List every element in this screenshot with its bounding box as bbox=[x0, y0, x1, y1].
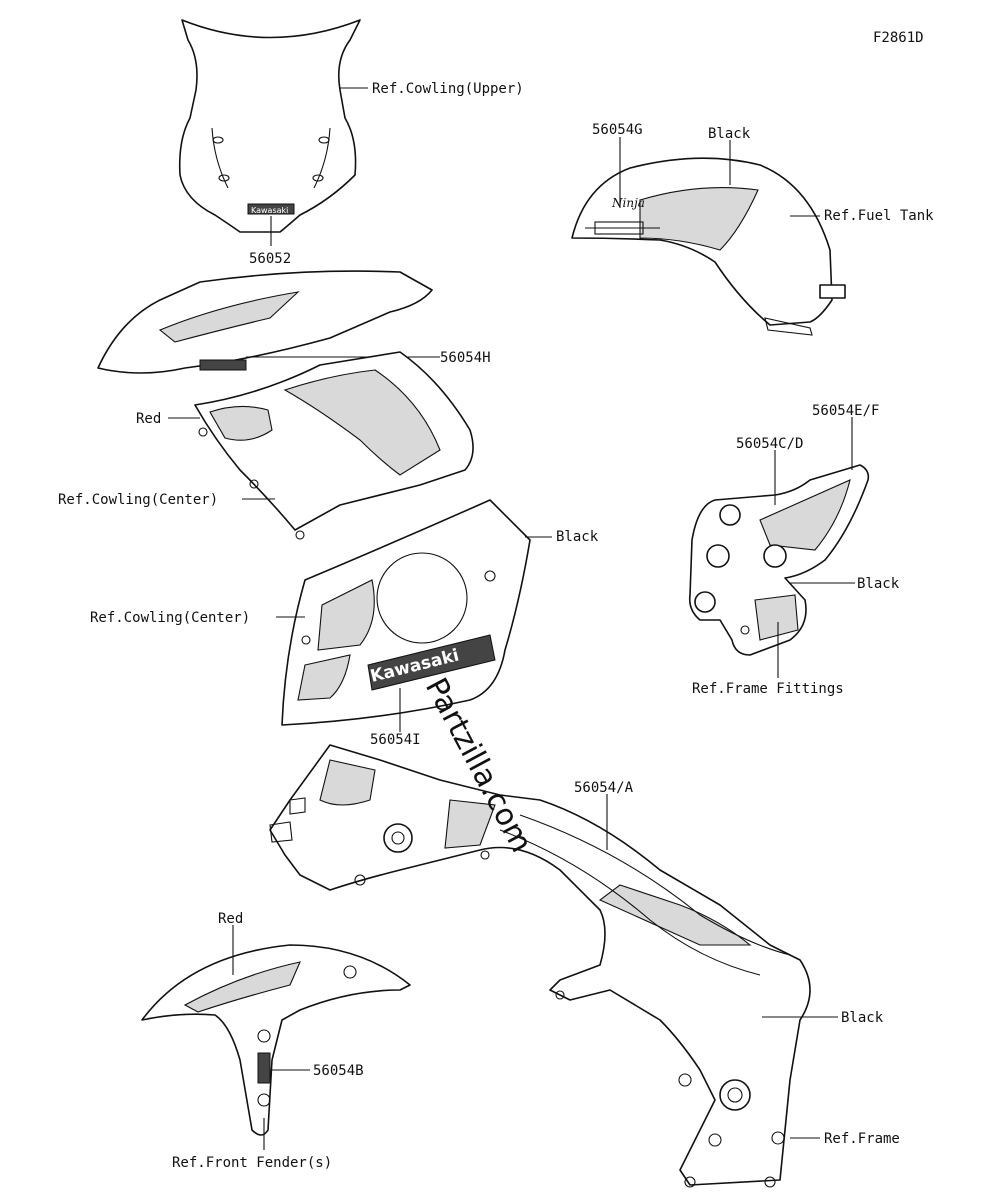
label-56054g: 56054G bbox=[592, 122, 643, 138]
label-56054h: 56054H bbox=[440, 350, 491, 366]
label-red-cowl: Red bbox=[136, 411, 161, 427]
label-ref-frame-fittings: Ref.Frame Fittings bbox=[692, 681, 844, 697]
label-ref-cowling-center-2: Ref.Cowling(Center) bbox=[90, 610, 250, 626]
label-black-frame: Black bbox=[841, 1010, 884, 1026]
label-56054cd: 56054C/D bbox=[736, 436, 803, 452]
label-ref-front-fender: Ref.Front Fender(s) bbox=[172, 1155, 332, 1171]
windscreen-logo-text: Kawasaki bbox=[251, 206, 288, 215]
label-56054b: 56054B bbox=[313, 1063, 364, 1079]
frame-fittings-drawing bbox=[688, 464, 870, 656]
label-ref-cowling-center-1: Ref.Cowling(Center) bbox=[58, 492, 218, 508]
label-ref-fuel-tank: Ref.Fuel Tank bbox=[824, 208, 934, 224]
center-cowling-lower-drawing: Kawasaki bbox=[281, 499, 531, 726]
frame-drawing bbox=[269, 744, 811, 1188]
upper-cowling-drawing: Kawasaki bbox=[178, 19, 361, 233]
label-ref-cowling-upper: Ref.Cowling(Upper) bbox=[372, 81, 524, 97]
label-56054i: 56054I bbox=[370, 732, 421, 748]
center-cowling-upper-drawing bbox=[194, 351, 474, 540]
label-56052: 56052 bbox=[249, 251, 291, 267]
diagram-id: F2861D bbox=[873, 30, 924, 46]
label-red-fender: Red bbox=[218, 911, 243, 927]
label-black-fitting: Black bbox=[857, 576, 900, 592]
label-56054a: 56054/A bbox=[574, 780, 634, 796]
label-black-tank: Black bbox=[708, 126, 751, 142]
front-fender-drawing bbox=[141, 944, 411, 1136]
side-cowling-upper-drawing bbox=[97, 270, 433, 374]
label-black-cowl: Black bbox=[556, 529, 599, 545]
fuel-tank-drawing: Ninja bbox=[571, 157, 846, 336]
label-ref-frame: Ref.Frame bbox=[824, 1131, 900, 1147]
label-56054ef: 56054E/F bbox=[812, 403, 879, 419]
tank-logo-text: Ninja bbox=[611, 196, 645, 210]
